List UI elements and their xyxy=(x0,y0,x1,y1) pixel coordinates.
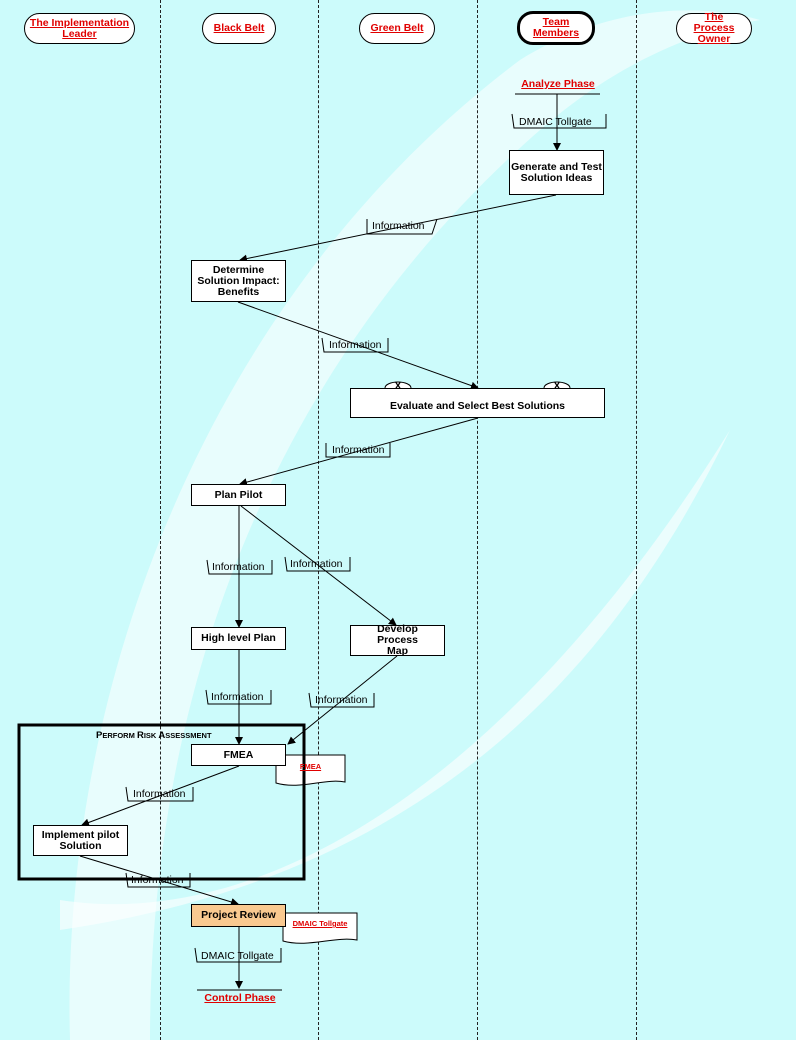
step-label: Develop Process Map xyxy=(377,623,418,657)
tollgate-label: DMAIC Tollgate xyxy=(201,950,274,962)
generate-test-solution-ideas-step[interactable]: Generate and Test Solution Ideas xyxy=(509,150,604,195)
lane-divider xyxy=(477,0,478,1040)
lane-header-label: Green Belt xyxy=(370,22,424,34)
information-label: Information xyxy=(329,339,382,351)
step-label: Plan Pilot xyxy=(214,488,263,501)
lane-header-label: Black Belt xyxy=(213,22,265,34)
information-label: Information xyxy=(212,561,265,573)
lane-header-label: The Implementation Leader xyxy=(29,16,130,40)
information-label: Information xyxy=(133,788,186,800)
fmea-step[interactable]: FMEA xyxy=(191,744,286,766)
implement-pilot-solution-step[interactable]: Implement pilot Solution xyxy=(33,825,128,856)
group-title-part: SSESSMENT xyxy=(165,731,212,740)
step-label: High level Plan xyxy=(201,632,276,644)
step-label: Determine Solution Impact: Benefits xyxy=(197,263,280,298)
group-title-part: ISK xyxy=(143,731,159,740)
gateway-x-mark: X xyxy=(394,381,402,392)
information-label: Information xyxy=(131,874,184,886)
lane-divider xyxy=(636,0,637,1040)
plan-pilot-step[interactable]: Plan Pilot xyxy=(191,484,286,506)
step-label: Project Review xyxy=(201,909,276,921)
information-label: Information xyxy=(315,694,368,706)
control-phase-link[interactable]: Control Phase xyxy=(204,992,276,1004)
project-review-step[interactable]: Project Review xyxy=(191,904,286,927)
analyze-phase-link[interactable]: Analyze Phase xyxy=(521,78,595,90)
gateway-x-mark: X xyxy=(553,381,561,392)
lane-header-label: Team Members xyxy=(532,16,580,39)
high-level-plan-step[interactable]: High level Plan xyxy=(191,627,286,650)
step-label: Evaluate and Select Best Solutions xyxy=(389,399,566,412)
lane-header-process-owner[interactable]: The Process Owner xyxy=(676,11,752,45)
step-label: Generate and Test Solution Ideas xyxy=(511,160,602,184)
evaluate-select-solutions-step[interactable]: Evaluate and Select Best Solutions xyxy=(350,388,605,418)
tollgate-label: DMAIC Tollgate xyxy=(519,116,592,128)
group-title-part: A xyxy=(158,730,166,741)
lane-header-team-members[interactable]: Team Members xyxy=(517,11,595,45)
lane-header-implementation-leader[interactable]: The Implementation Leader xyxy=(24,13,135,44)
develop-process-map-step[interactable]: Develop Process Map xyxy=(350,623,445,657)
group-title-part: ERFORM xyxy=(102,731,137,740)
lane-header-label: The Process Owner xyxy=(693,11,735,45)
lane-divider xyxy=(318,0,319,1040)
risk-assessment-group-title: PERFORM RISK ASSESSMENT xyxy=(96,730,212,741)
information-label: Information xyxy=(332,444,385,456)
information-label: Information xyxy=(290,558,343,570)
group-title-part: R xyxy=(136,730,144,741)
lane-header-black-belt[interactable]: Black Belt xyxy=(202,13,276,44)
lane-header-green-belt[interactable]: Green Belt xyxy=(359,13,435,44)
information-label: Information xyxy=(372,220,425,232)
tollgate-document-link[interactable]: DMAIC Tollgate xyxy=(292,919,348,928)
step-label: FMEA xyxy=(223,748,254,761)
step-label: Implement pilot Solution xyxy=(41,828,120,852)
determine-solution-impact-step[interactable]: Determine Solution Impact: Benefits xyxy=(191,260,286,302)
lane-divider xyxy=(160,0,161,1040)
fmea-document-link[interactable]: FMEA xyxy=(299,762,322,771)
group-title-part: P xyxy=(96,730,103,741)
information-label: Information xyxy=(211,691,264,703)
